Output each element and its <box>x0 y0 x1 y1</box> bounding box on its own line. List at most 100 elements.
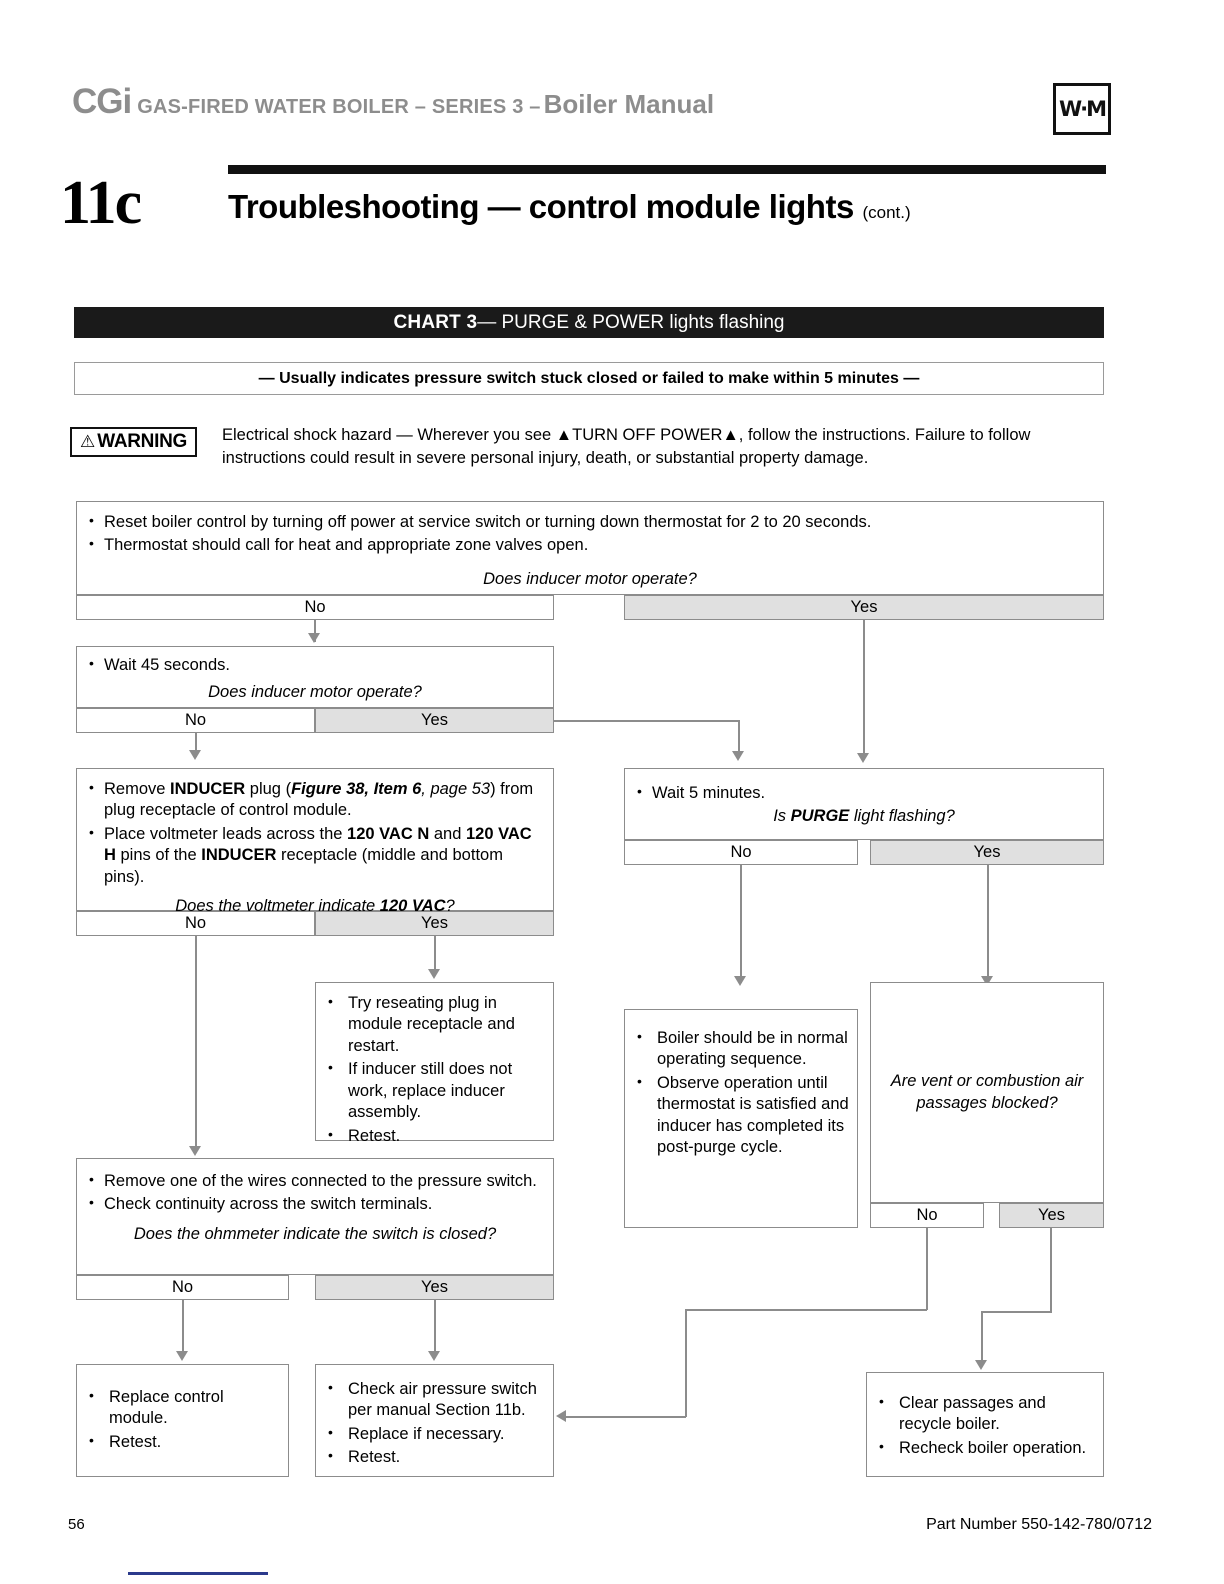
list-item: Check air pressure switch per manual Sec… <box>324 1378 545 1422</box>
header-manual-title: Boiler Manual <box>543 89 715 119</box>
flow-box-vent-passages-blocked: Are vent or combustion air passages bloc… <box>870 982 1104 1203</box>
list-item: Reset boiler control by turning off powe… <box>85 511 1095 533</box>
answer-no-box3[interactable]: No <box>76 911 315 936</box>
arrow-head-icon <box>428 969 440 979</box>
list-item: Remove INDUCER plug (Figure 38, Item 6, … <box>85 778 545 822</box>
connector-line <box>182 1300 184 1355</box>
list-item: Thermostat should call for heat and appr… <box>85 534 1095 556</box>
connector-line <box>314 620 316 642</box>
flow-question: Does the ohmmeter indicate the switch is… <box>133 1224 497 1243</box>
connector-line <box>195 936 197 1150</box>
list-item: Retest. <box>324 1125 545 1147</box>
list-item: Wait 5 minutes. <box>633 782 1095 804</box>
list-item: Replace control module. <box>85 1386 280 1430</box>
connector-line <box>981 1311 983 1364</box>
connector-line <box>685 1309 927 1311</box>
flow-question: Are vent or combustion air passages bloc… <box>890 1072 1084 1112</box>
arrow-head-icon <box>734 976 746 986</box>
connector-line <box>863 620 865 760</box>
flow-box-normal-operating-sequence: Boiler should be in normal operating seq… <box>624 1009 858 1228</box>
page-title: Troubleshooting — control module lights … <box>228 188 911 226</box>
flow-box-clear-passages: Clear passages and recycle boiler. Reche… <box>866 1372 1104 1477</box>
answer-no-box1[interactable]: No <box>76 595 554 620</box>
chart-subtitle: — Usually indicates pressure switch stuc… <box>74 362 1104 395</box>
answer-yes-box4[interactable]: Yes <box>870 840 1104 865</box>
section-rule <box>228 165 1106 174</box>
page-number: 56 <box>68 1516 85 1533</box>
list-item: Wait 45 seconds. <box>85 654 545 676</box>
connector-line <box>740 865 742 983</box>
connector-line <box>926 1228 928 1310</box>
connector-line <box>434 936 436 974</box>
section-continued-label: (cont.) <box>862 203 911 222</box>
arrow-head-icon <box>981 976 993 986</box>
connector-line <box>1050 1228 1052 1313</box>
arrow-head-icon <box>732 751 744 761</box>
list-item: Retest. <box>324 1446 545 1468</box>
brand-name: CGi <box>72 82 132 121</box>
flow-box-reset-boiler: Reset boiler control by turning off powe… <box>76 501 1104 595</box>
flow-box-replace-control-module: Replace control module. Retest. <box>76 1364 289 1477</box>
chart-banner-description: — PURGE & POWER lights flashing <box>477 311 785 333</box>
flow-box-try-reseating-plug: Try reseating plug in module receptacle … <box>315 982 554 1145</box>
connector-line <box>987 865 989 983</box>
list-item: Remove one of the wires connected to the… <box>85 1170 545 1192</box>
answer-yes-box7[interactable]: Yes <box>999 1203 1104 1228</box>
arrow-head-icon <box>189 750 201 760</box>
flow-box-check-air-pressure-switch: Check air pressure switch per manual Sec… <box>315 1364 554 1477</box>
warning-badge: ⚠ WARNING <box>70 427 197 457</box>
arrow-head-icon <box>428 1351 440 1361</box>
flow-question: Does the voltmeter indicate 120 VAC? <box>175 897 455 916</box>
part-number: Part Number 550-142-780/0712 <box>926 1516 1152 1533</box>
flow-box-wait-5-minutes: Wait 5 minutes. Is PURGE light flashing? <box>624 768 1104 840</box>
answer-no-box2[interactable]: No <box>76 708 315 733</box>
section-number: 11c <box>60 169 142 237</box>
list-item: Recheck boiler operation. <box>875 1437 1095 1459</box>
logo-text: W·M <box>1058 96 1107 121</box>
connector-line <box>738 720 740 754</box>
weil-mclain-logo: W·M <box>1053 83 1111 135</box>
warning-triangle-icon: ⚠ <box>80 431 96 452</box>
flow-box-wait-45-seconds: Wait 45 seconds. Does inducer motor oper… <box>76 646 554 708</box>
list-item: Replace if necessary. <box>324 1423 545 1445</box>
connector-line <box>434 1300 436 1355</box>
footer-mark <box>128 1572 268 1575</box>
chart-banner: CHART 3 — PURGE & POWER lights flashing <box>74 307 1104 338</box>
list-item: Check continuity across the switch termi… <box>85 1193 545 1215</box>
list-item: If inducer still does not work, replace … <box>324 1058 545 1123</box>
connector-line <box>685 1309 687 1417</box>
answer-no-box8[interactable]: No <box>76 1275 289 1300</box>
answer-no-box7[interactable]: No <box>870 1203 984 1228</box>
list-item: Observe operation until thermostat is sa… <box>633 1072 849 1159</box>
flow-box-pressure-switch-continuity: Remove one of the wires connected to the… <box>76 1158 554 1275</box>
warning-badge-label: WARNING <box>97 431 187 452</box>
connector-line <box>566 1416 686 1418</box>
connector-line <box>981 1311 1051 1313</box>
header-subtitle: GAS-FIRED WATER BOILER – SERIES 3 – <box>137 96 541 118</box>
answer-yes-box1[interactable]: Yes <box>624 595 1104 620</box>
warning-text: Electrical shock hazard — Wherever you s… <box>222 426 1031 467</box>
connector-line <box>195 733 197 757</box>
section-title-text: Troubleshooting — control module lights <box>228 188 854 225</box>
answer-no-box4[interactable]: No <box>624 840 858 865</box>
answer-yes-box3[interactable]: Yes <box>315 911 554 936</box>
arrow-head-icon <box>975 1360 987 1370</box>
arrow-head-icon <box>556 1410 566 1422</box>
arrow-head-icon <box>857 753 869 763</box>
arrow-head-icon <box>189 1146 201 1156</box>
list-item: Clear passages and recycle boiler. <box>875 1392 1095 1436</box>
flow-question: Does inducer motor operate? <box>483 569 697 588</box>
connector-line <box>554 720 739 722</box>
list-item: Boiler should be in normal operating seq… <box>633 1027 849 1071</box>
answer-yes-box8[interactable]: Yes <box>315 1275 554 1300</box>
list-item: Retest. <box>85 1431 280 1453</box>
flow-question: Is PURGE light flashing? <box>773 807 955 826</box>
flow-box-remove-inducer-plug: Remove INDUCER plug (Figure 38, Item 6, … <box>76 768 554 915</box>
arrow-head-icon <box>176 1351 188 1361</box>
flow-question: Does inducer motor operate? <box>208 683 422 702</box>
list-item: Place voltmeter leads across the 120 VAC… <box>85 823 545 888</box>
arrow-head-icon <box>308 633 320 643</box>
answer-yes-box2[interactable]: Yes <box>315 708 554 733</box>
